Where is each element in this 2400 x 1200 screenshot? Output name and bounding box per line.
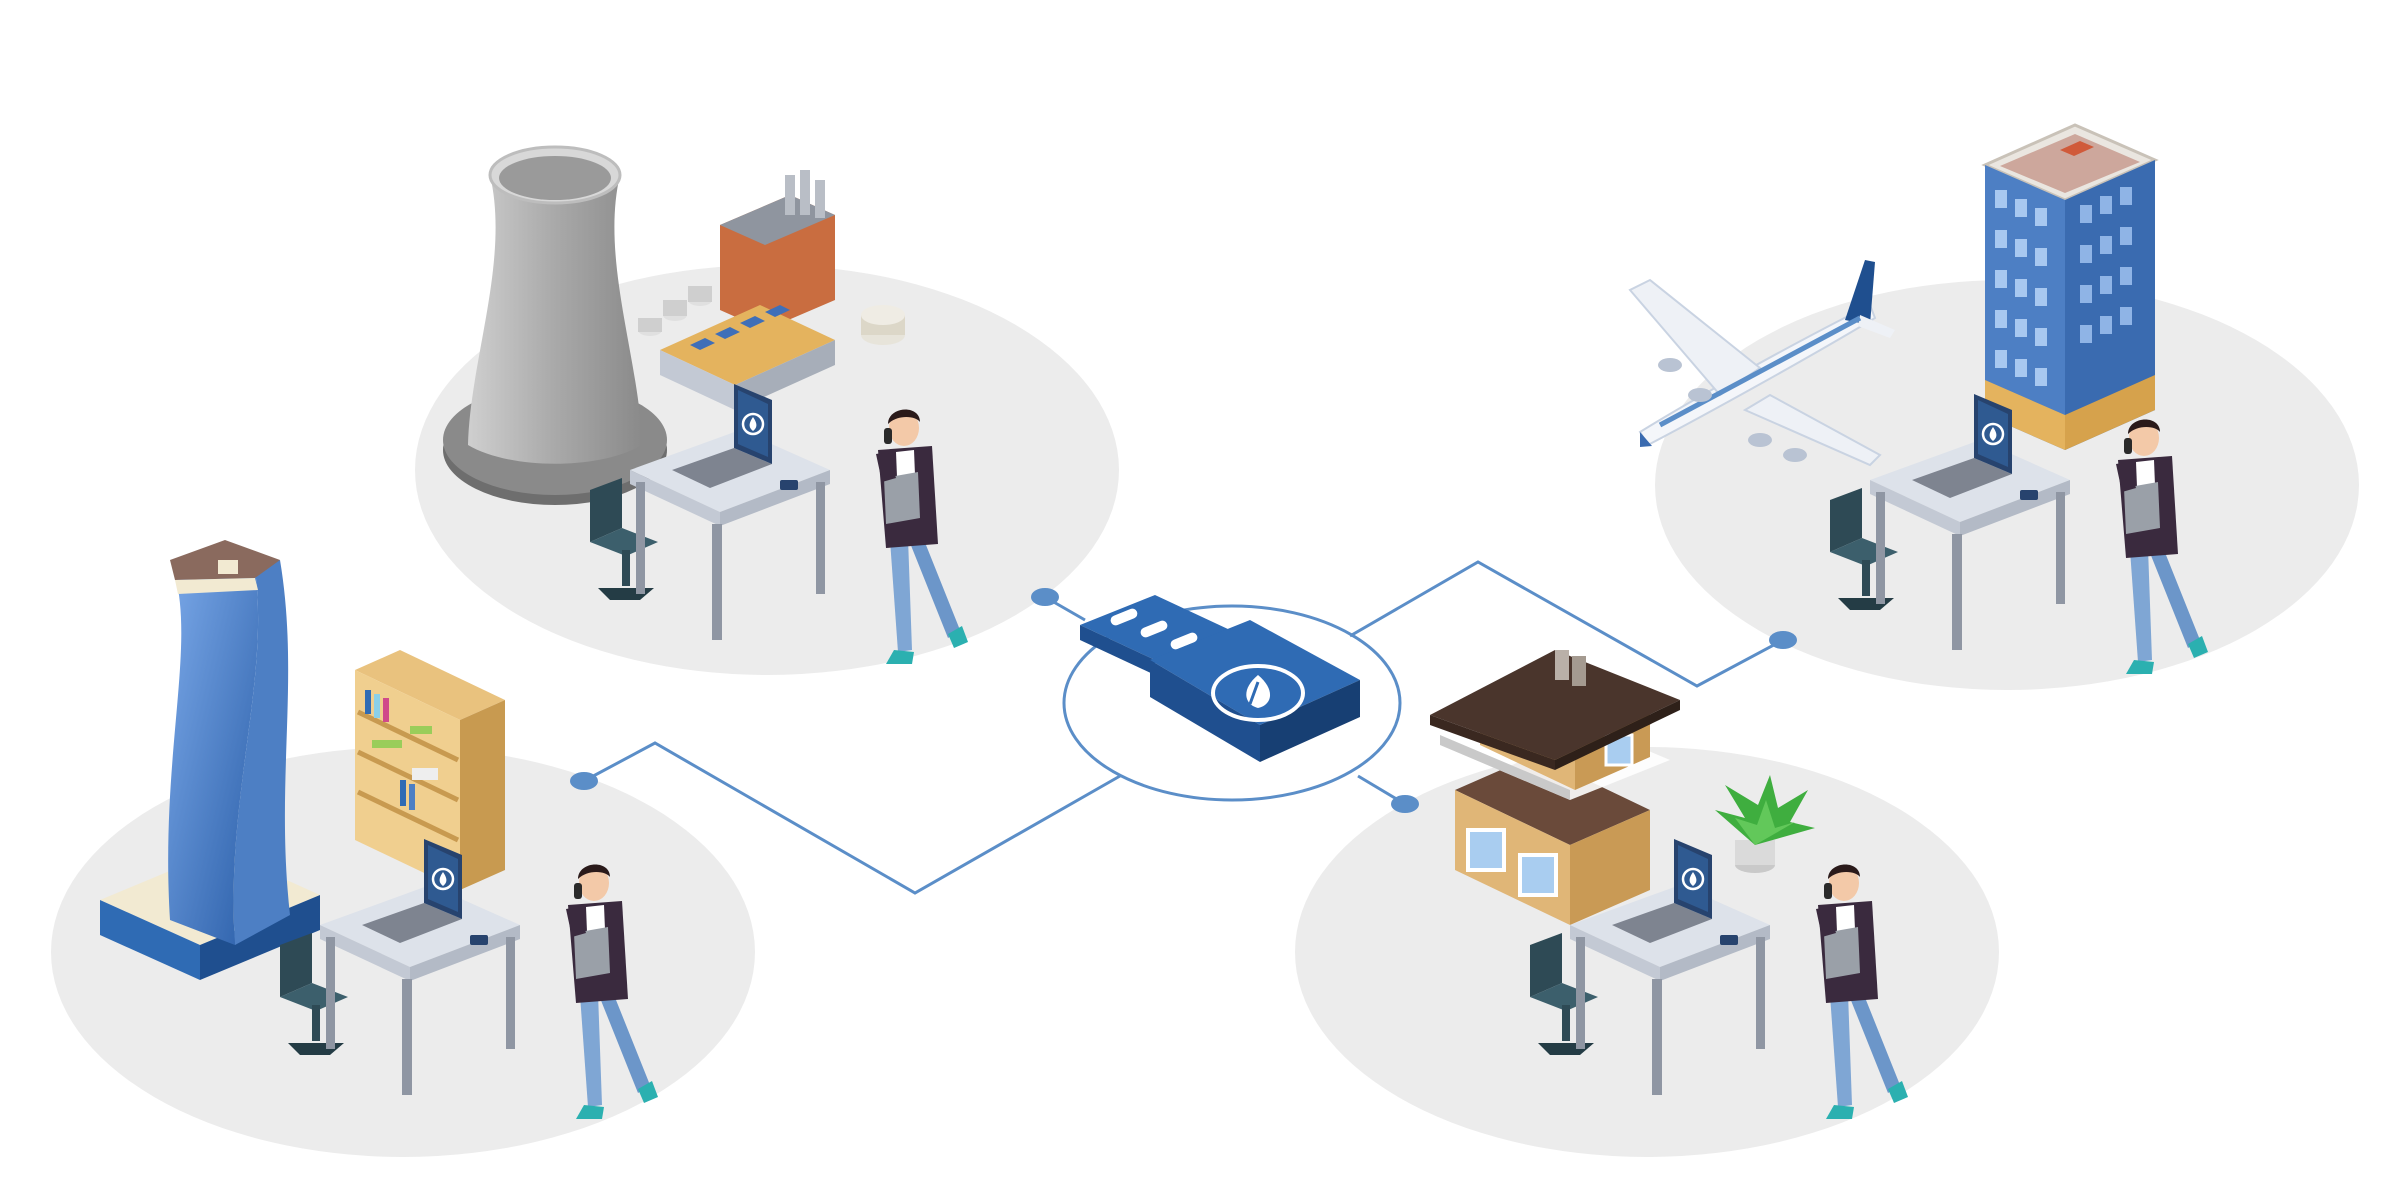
office-tower-icon (1981, 123, 2159, 450)
location-power-plant (443, 145, 970, 666)
factory-icon (638, 170, 905, 410)
network-links (583, 560, 1784, 895)
cooling-tower-icon (443, 145, 667, 505)
pin-hotel[interactable] (1769, 631, 1797, 649)
house-icon (1430, 650, 1680, 925)
airplane-icon (1628, 260, 1895, 467)
pin-power-plant[interactable] (1031, 588, 1059, 606)
usb-security-key[interactable] (1080, 595, 1360, 762)
skyscraper-icon (100, 540, 320, 980)
location-hotel (1628, 123, 2210, 676)
location-home (1430, 650, 1910, 1121)
connection-pins[interactable] (570, 588, 1797, 813)
bookshelf-icon (355, 650, 505, 890)
link-hotel (1349, 560, 1784, 688)
pin-home[interactable] (1391, 795, 1419, 813)
hub-ring (1062, 604, 1402, 802)
potted-plant-icon (1715, 775, 1815, 873)
location-corporate (100, 540, 660, 1121)
pin-corporate[interactable] (570, 772, 598, 790)
link-corporate (583, 741, 1121, 895)
drop-shield-icon (1211, 664, 1305, 722)
